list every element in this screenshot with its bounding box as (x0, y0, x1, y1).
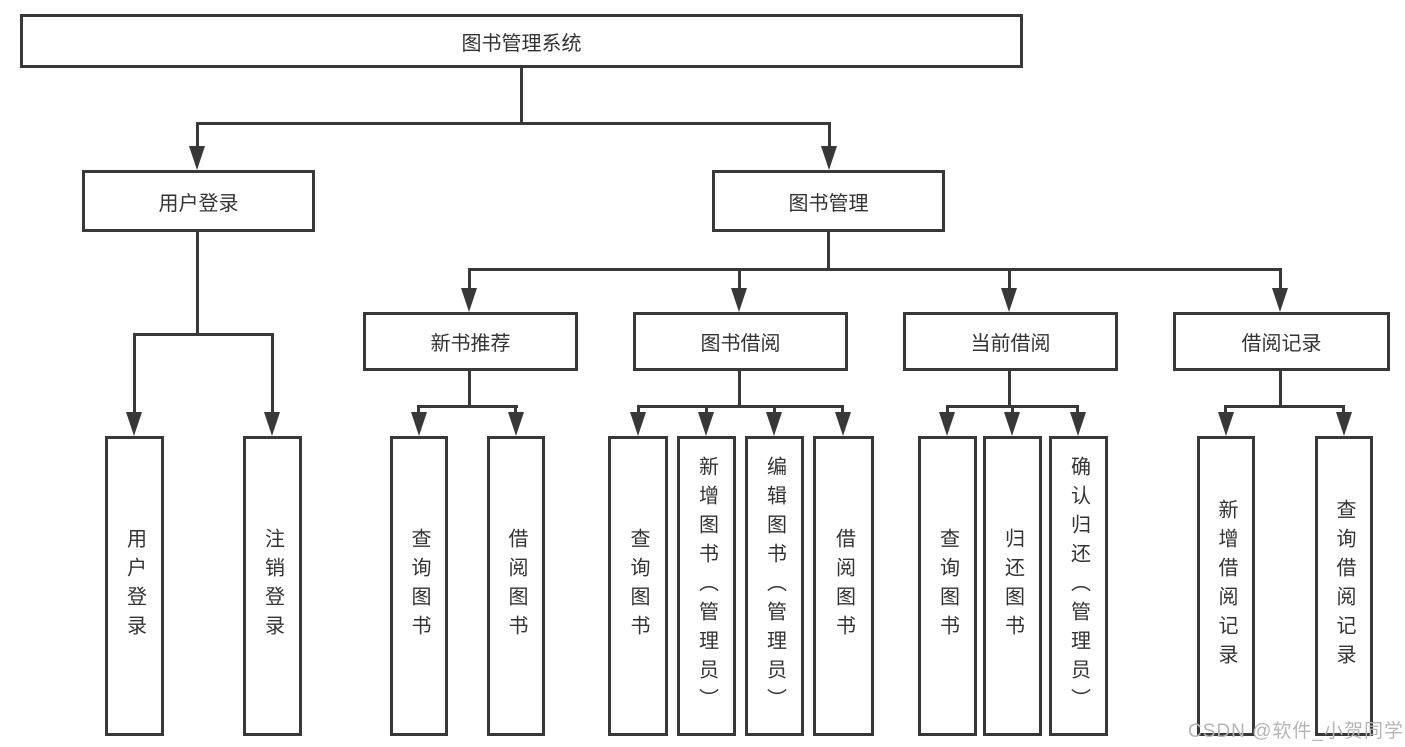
leaf-add-books-admin: 新增图书（管理员） (677, 436, 736, 736)
connector-line (271, 333, 274, 414)
leaf-query-borrow-record: 查询借阅记录 (1315, 436, 1373, 736)
leaf-logout: 注销登录 (243, 436, 302, 736)
connector-line (637, 405, 640, 415)
arrow-down-icon (411, 412, 427, 436)
node-book-management: 图书管理 (712, 170, 945, 232)
connector-line (773, 405, 776, 415)
node-borrow-records: 借阅记录 (1173, 312, 1390, 371)
arrow-down-icon (630, 412, 646, 436)
connector-line (468, 268, 1282, 271)
connector-line (520, 68, 523, 122)
connector-line (705, 405, 708, 415)
leaf-user-login: 用户登录 (105, 436, 164, 736)
connector-line (738, 268, 741, 290)
leaf-borrow-books-1: 借阅图书 (487, 436, 545, 736)
arrow-down-icon (766, 412, 782, 436)
connector-line (1076, 405, 1079, 415)
connector-line (133, 333, 274, 336)
leaf-confirm-return-admin: 确认归还（管理员） (1049, 436, 1108, 736)
connector-line (514, 405, 517, 415)
leaf-query-books-1: 查询图书 (390, 436, 448, 736)
leaf-return-books: 归还图书 (983, 436, 1042, 736)
node-book-management-system: 图书管理系统 (20, 14, 1023, 68)
arrow-down-icon (1272, 288, 1288, 312)
connector-line (1008, 268, 1011, 290)
arrow-down-icon (821, 146, 837, 170)
connector-line (827, 232, 830, 270)
csdn-watermark: CSDN @软件_小贺同学 (1188, 721, 1404, 742)
connector-line (1279, 268, 1282, 290)
connector-line (738, 371, 741, 408)
node-current-borrow: 当前借阅 (903, 312, 1118, 371)
leaf-borrow-books-2: 借阅图书 (813, 436, 874, 736)
arrow-down-icon (1336, 412, 1352, 436)
connector-line (417, 405, 518, 408)
arrow-down-icon (1070, 412, 1086, 436)
connector-line (828, 122, 831, 150)
connector-line (1279, 371, 1282, 408)
arrow-down-icon (508, 412, 524, 436)
arrow-down-icon (939, 412, 955, 436)
arrow-down-icon (461, 288, 477, 312)
connector-line (1342, 405, 1345, 415)
node-book-borrow: 图书借阅 (633, 312, 848, 371)
arrow-down-icon (731, 288, 747, 312)
connector-line (196, 232, 199, 336)
arrow-down-icon (835, 412, 851, 436)
arrow-down-icon (189, 146, 205, 170)
connector-line (1008, 371, 1011, 408)
leaf-query-books-3: 查询图书 (918, 436, 977, 736)
arrow-down-icon (1001, 288, 1017, 312)
leaf-query-books-2: 查询图书 (608, 436, 668, 736)
connector-line (637, 405, 844, 408)
arrow-down-icon (126, 412, 142, 436)
connector-line (468, 268, 471, 290)
connector-line (417, 405, 420, 415)
connector-line (196, 122, 831, 125)
arrow-down-icon (264, 412, 280, 436)
node-user-login: 用户登录 (82, 170, 315, 232)
connector-line (196, 122, 199, 150)
connector-line (1224, 405, 1227, 415)
connector-line (468, 371, 471, 408)
connector-line (1011, 405, 1014, 415)
connector-line (841, 405, 844, 415)
arrow-down-icon (698, 412, 714, 436)
leaf-add-borrow-record: 新增借阅记录 (1197, 436, 1255, 736)
node-new-book-recommend: 新书推荐 (363, 312, 578, 371)
arrow-down-icon (1218, 412, 1234, 436)
connector-line (133, 333, 136, 414)
connector-line (946, 405, 949, 415)
arrow-down-icon (1004, 412, 1020, 436)
leaf-edit-books-admin: 编辑图书（管理员） (745, 436, 804, 736)
connector-line (1224, 405, 1344, 408)
